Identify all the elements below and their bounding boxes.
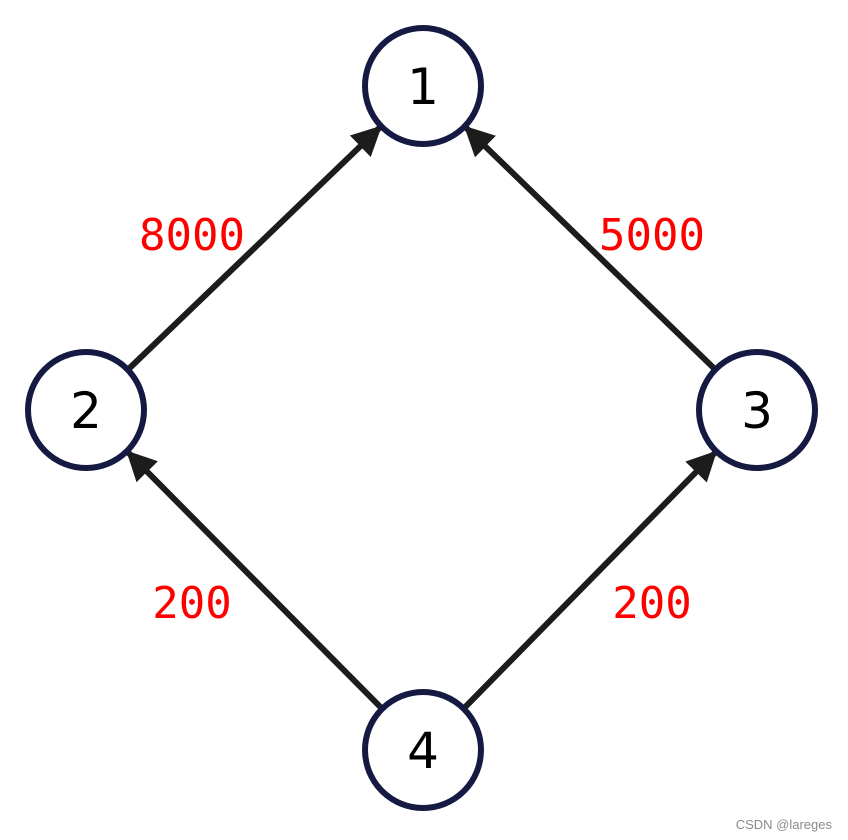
edge-3-to-1 [463,125,718,372]
watermark-text: CSDN @lareges [735,817,832,832]
edge-2-to-1 [125,125,382,372]
node-4: 4 [362,689,484,811]
node-2: 2 [25,349,147,471]
node-label-3: 3 [741,382,773,440]
edges-layer [125,125,718,711]
node-label-4: 4 [407,722,439,780]
node-circle-4 [362,689,484,811]
edge-weight-2-to-1: 8000 [139,210,245,261]
edge-4-to-3 [461,450,718,711]
node-circle-1 [362,25,484,147]
weights-layer: 8000 5000 200 200 [139,210,705,629]
edge-weight-3-to-1: 5000 [599,210,705,261]
edge-weight-4-to-3: 200 [612,578,691,629]
node-circle-3 [696,349,818,471]
node-1: 1 [362,25,484,147]
node-circle-2 [25,349,147,471]
nodes-layer: 1 2 3 4 [25,25,818,811]
node-3: 3 [696,349,818,471]
edge-4-to-2 [126,450,385,711]
node-label-1: 1 [407,58,439,116]
node-label-2: 2 [70,382,102,440]
edge-weight-4-to-2: 200 [152,578,231,629]
